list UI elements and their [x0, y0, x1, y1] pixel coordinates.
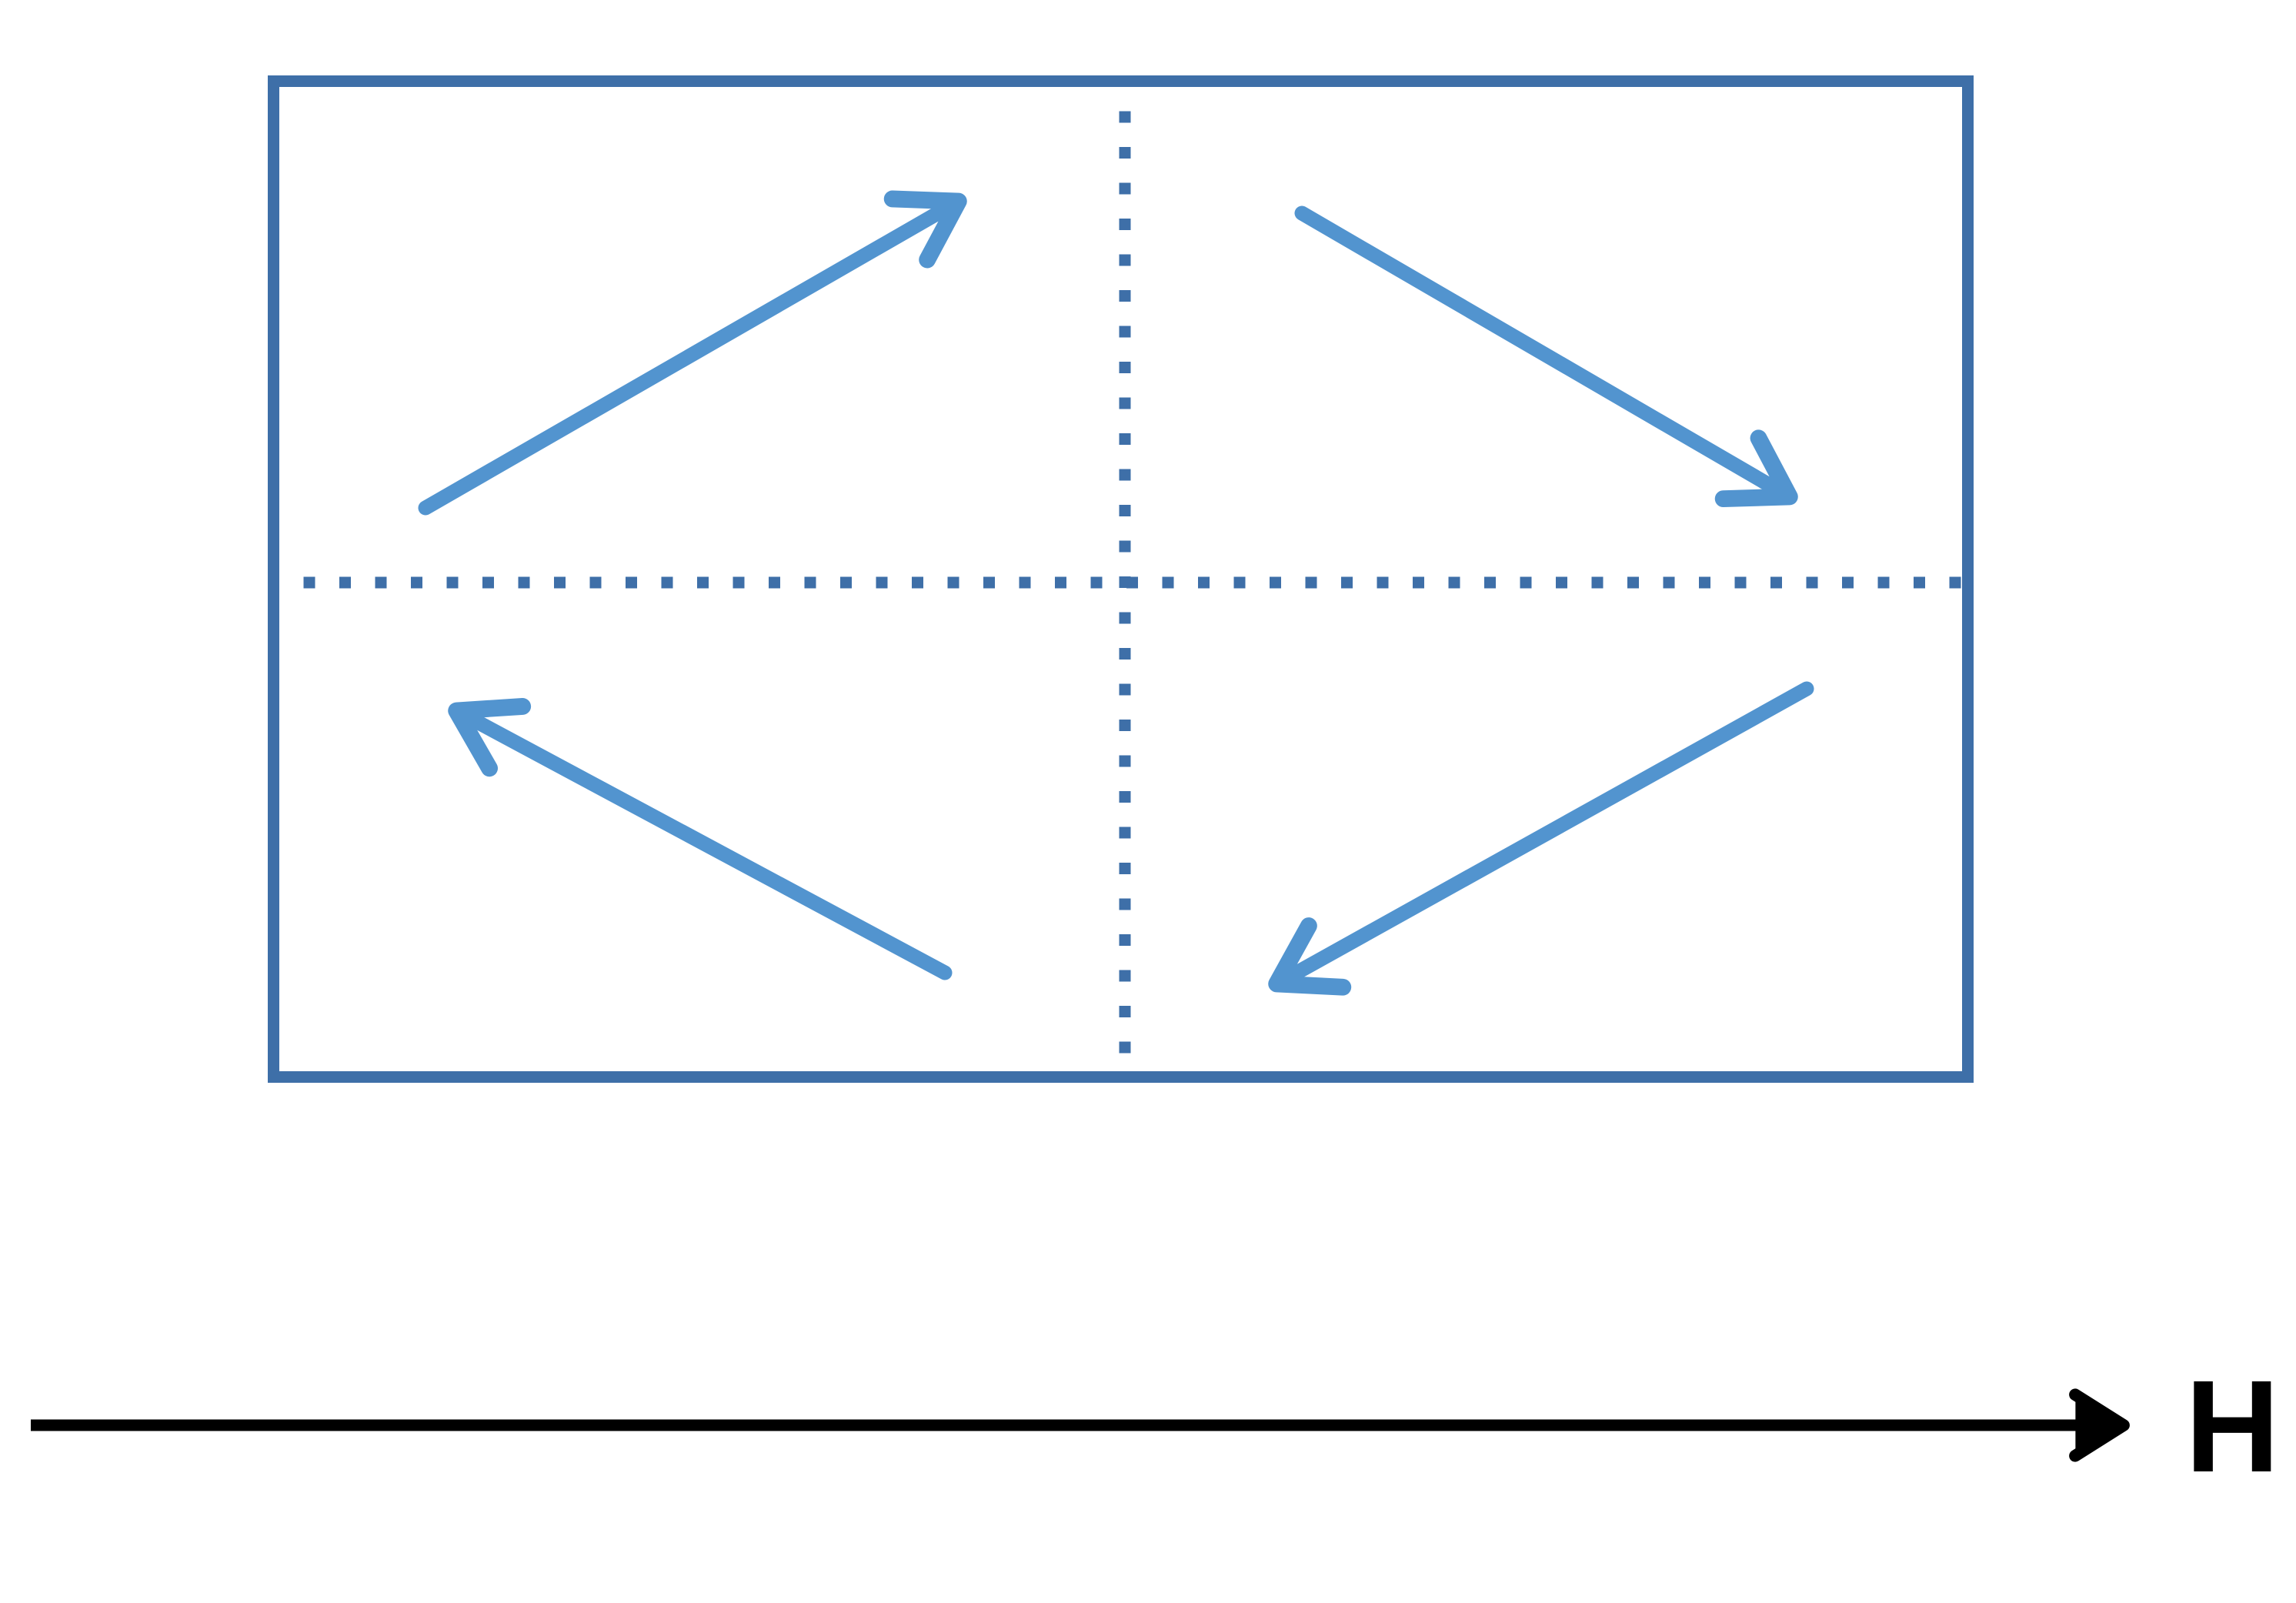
h-axis-label: H	[2185, 1354, 2280, 1500]
flow-arrow-top-left	[418, 190, 967, 516]
flow-arrow-bottom-left	[448, 698, 953, 980]
flow-arrow-bottom-right	[1268, 681, 1814, 996]
flow-arrow-top-right	[1294, 205, 1798, 508]
